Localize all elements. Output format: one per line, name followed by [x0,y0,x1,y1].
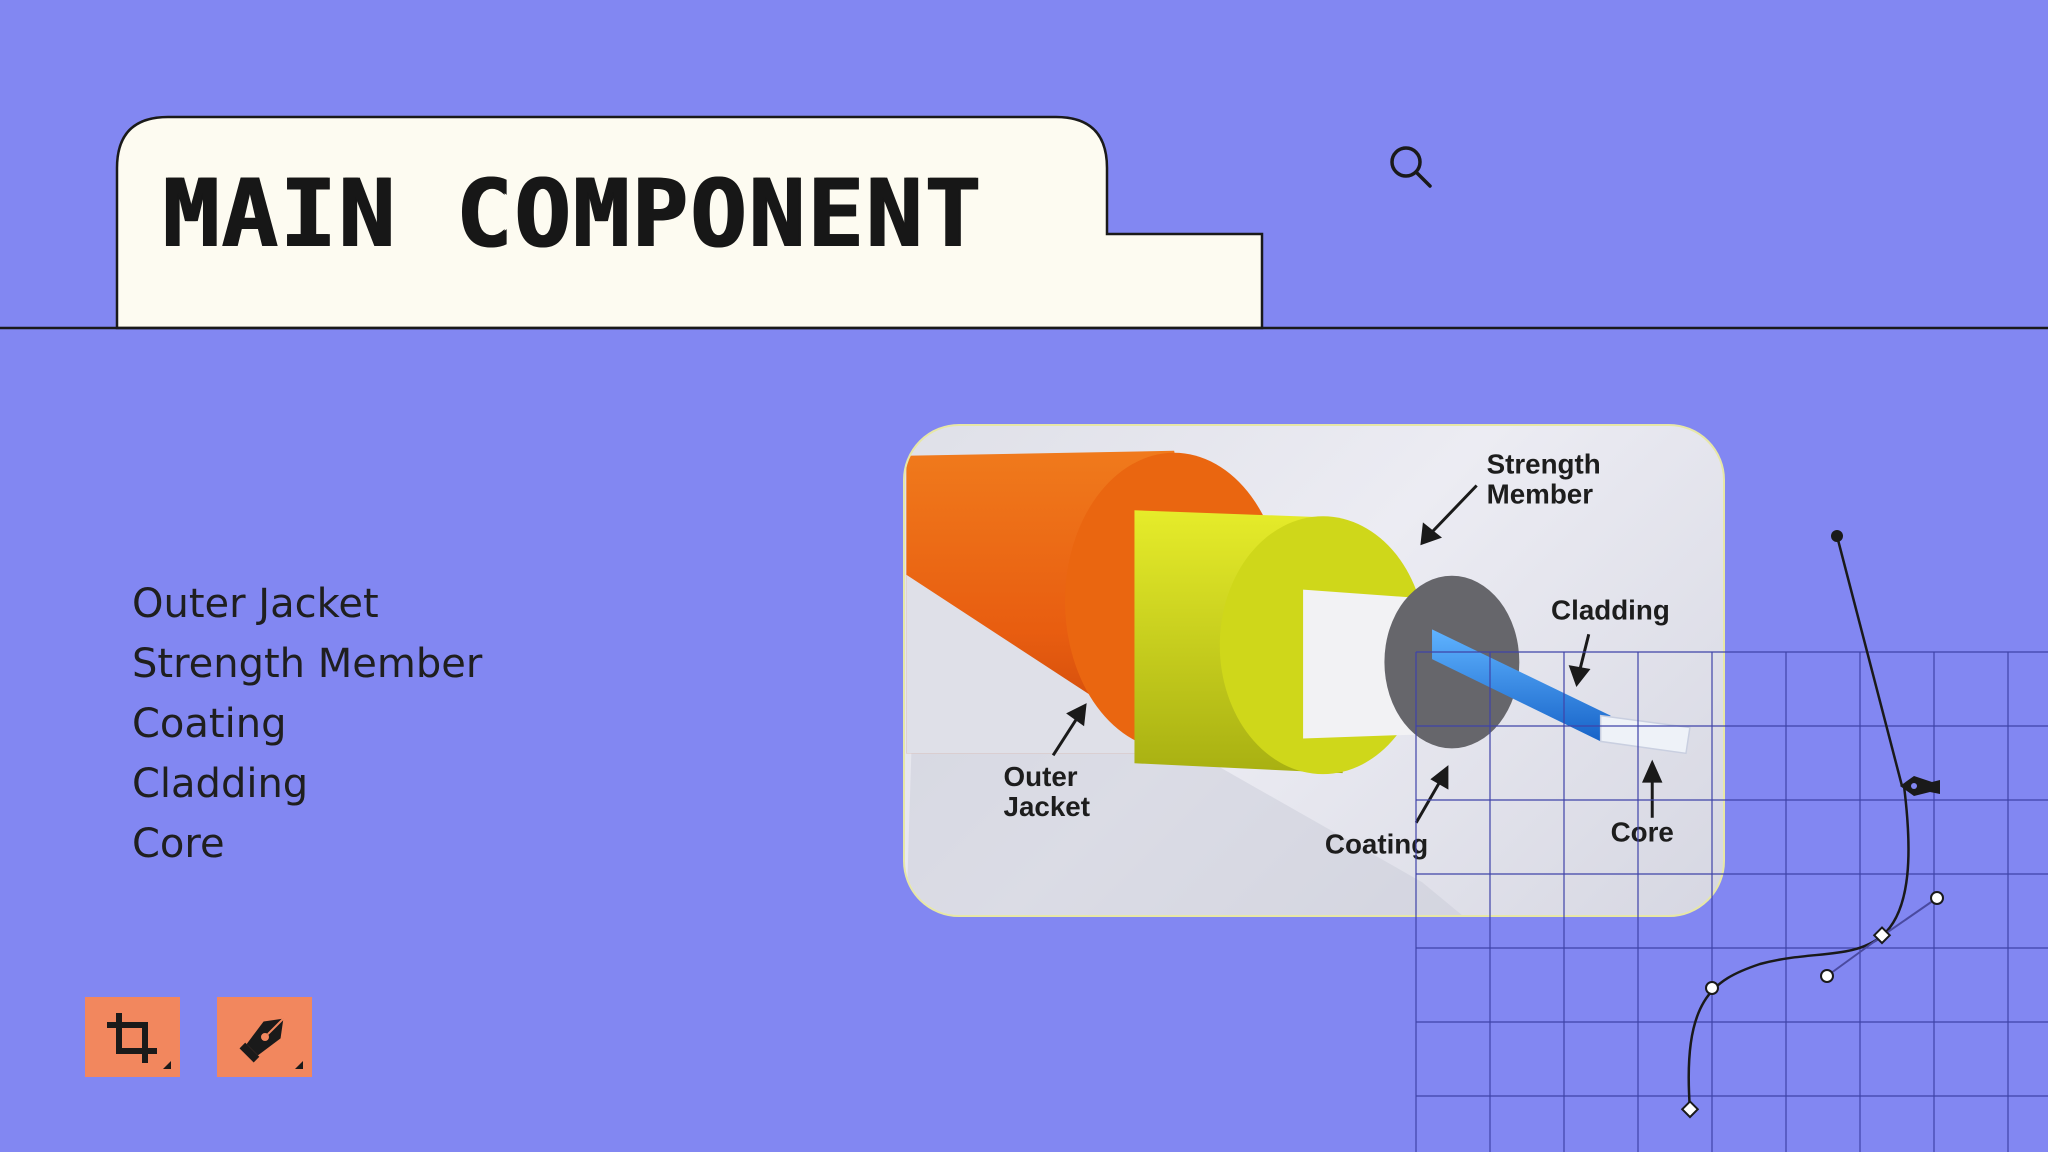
list-item: Strength Member [132,641,483,687]
list-item: Coating [132,701,287,747]
label-strength-member-line1: Strength [1487,449,1601,480]
pen-tool-button[interactable] [217,997,312,1077]
label-core: Core [1611,817,1674,848]
core-body [1432,629,1611,742]
label-outer-jacket-line1: Outer [1004,761,1078,792]
search-icon[interactable] [1386,142,1436,192]
label-coating: Coating [1325,829,1428,860]
list-item: Core [132,821,225,867]
component-list: Outer Jacket Strength Member Coating Cla… [132,574,482,874]
label-cladding: Cladding [1551,594,1670,625]
list-item: Outer Jacket [132,581,379,627]
grid-lines [1415,651,2048,1152]
pen-path-decoration [1415,530,2048,1152]
cable-underside [906,574,1234,754]
label-arrows [1051,484,1663,824]
crop-icon [107,1013,171,1069]
title-tab [0,115,2048,330]
fiber-cable-drawing: Strength Member Cladding Outer Jacket Co… [906,449,1691,915]
pen-cursor-icon [1900,776,1940,796]
fiber-cable-illustration: Strength Member Cladding Outer Jacket Co… [903,424,1725,917]
label-outer-jacket-line2: Jacket [1004,791,1090,822]
page-title: MAIN COMPONENT [162,160,983,269]
list-item: Cladding [132,761,309,807]
pen-tool-icon [239,1017,303,1069]
crop-tool-button[interactable] [85,997,180,1077]
label-strength-member-line2: Member [1487,478,1594,509]
core-tip [1599,714,1691,755]
